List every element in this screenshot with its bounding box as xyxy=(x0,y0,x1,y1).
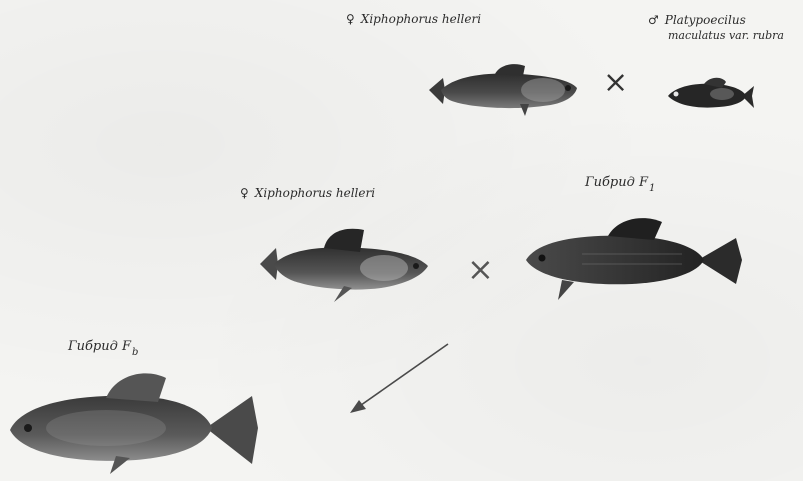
hybrid-generation-subscript: b xyxy=(132,347,138,358)
female-species-name: Xiphophorus helleri xyxy=(255,186,375,200)
cross-symbol-row2: × xyxy=(467,253,494,285)
hybrid-label-text: Гибрид F xyxy=(585,175,648,190)
hybrid-generation-subscript: 1 xyxy=(649,183,655,194)
row3-hybrid-fb-label: Гибрид Fb xyxy=(68,340,138,353)
male-species-line2: maculatus var. rubra xyxy=(668,29,784,42)
female-symbol: ♀ xyxy=(240,186,249,200)
female-symbol: ♀ xyxy=(346,12,355,26)
fish-female-swordtail-row1 xyxy=(425,60,585,120)
male-species-line1: Platypoecilus xyxy=(665,13,746,27)
row1-male-label: ♂ Platypoecilus maculatus var. rubra xyxy=(648,13,784,43)
row1-female-label: ♀ Xiphophorus helleri xyxy=(346,13,481,25)
cross-symbol-row1: × xyxy=(603,68,628,98)
hybrid-label-text: Гибрид F xyxy=(68,339,131,354)
fish-female-swordtail-row2 xyxy=(256,222,434,304)
row2-female-label: ♀ Xiphophorus helleri xyxy=(240,187,375,199)
male-symbol: ♂ xyxy=(648,13,659,27)
arrow-down-left-icon xyxy=(344,338,454,418)
female-species-name: Xiphophorus helleri xyxy=(361,12,481,26)
fish-male-platy-row1 xyxy=(664,76,756,116)
row2-hybrid-f1-label: Гибрид F1 xyxy=(585,176,655,189)
fish-hybrid-f1-row2 xyxy=(522,214,744,306)
fish-hybrid-fb-row3 xyxy=(6,368,262,478)
